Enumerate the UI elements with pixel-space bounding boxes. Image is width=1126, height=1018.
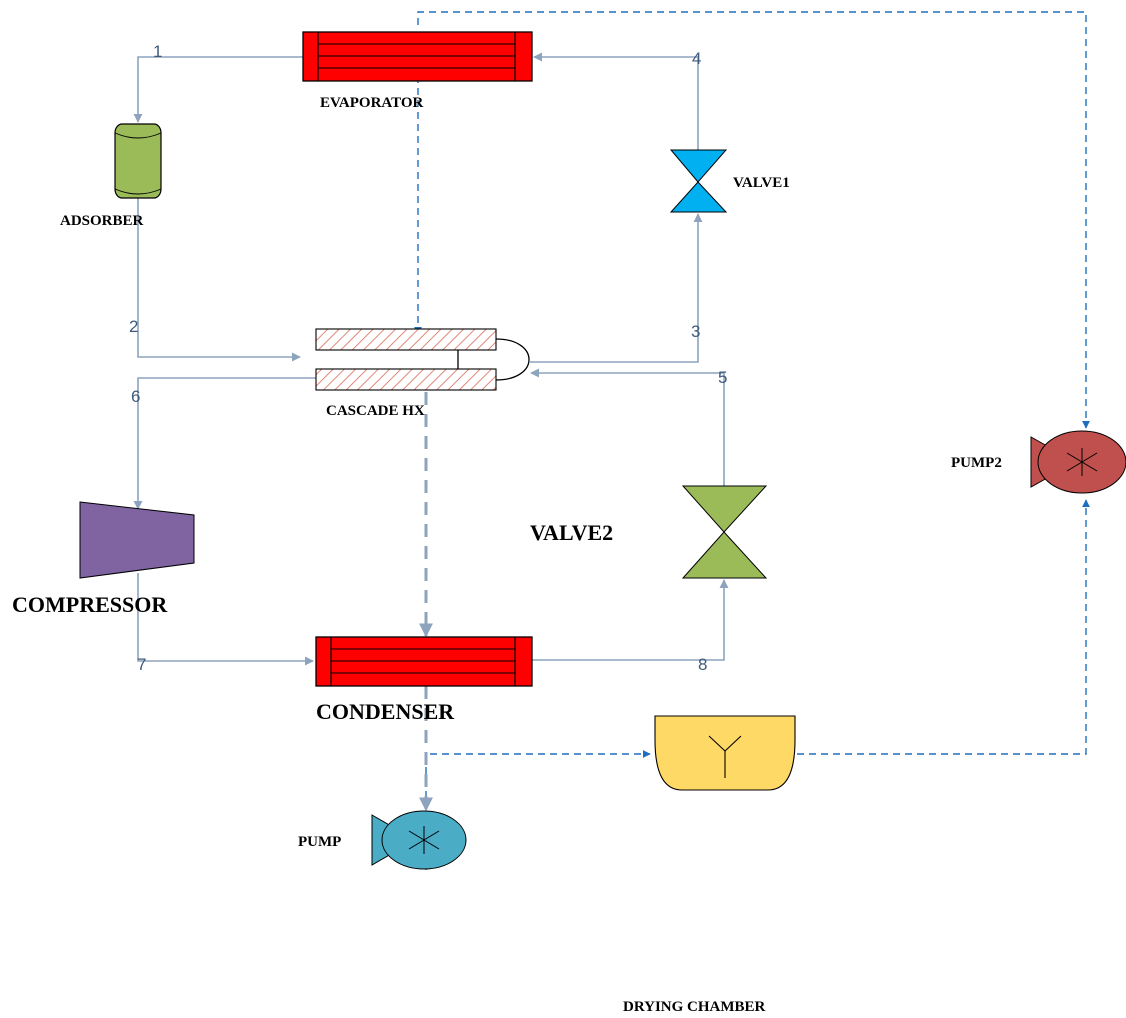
state-2-label: 2 [129, 317, 138, 336]
state-1-label: 1 [153, 42, 162, 61]
cascade-hx: CASCADE HX [315, 328, 530, 419]
compressor-label: COMPRESSOR [12, 592, 168, 617]
state-5-label: 5 [718, 368, 727, 387]
compressor: COMPRESSOR [12, 501, 195, 617]
pump: PUMP [298, 810, 467, 870]
drying-chamber-label: DRYING CHAMBER [623, 999, 766, 1015]
pipe-2 [137, 198, 301, 362]
secondary-loop [414, 11, 1090, 870]
drying-chamber: DRYING CHAMBER [623, 715, 796, 1015]
cascade-hx-label: CASCADE HX [326, 403, 425, 419]
pipe-8 [532, 579, 729, 661]
condenser: CONDENSER [315, 636, 533, 724]
pipe-1 [133, 56, 303, 123]
adsorber: ADSORBER [60, 123, 162, 229]
condenser-label: CONDENSER [316, 699, 455, 724]
pipe-7 [137, 573, 314, 666]
valve1-label: VALVE1 [733, 175, 790, 191]
pipe-6 [133, 377, 316, 510]
valve1: VALVE1 [669, 149, 790, 213]
valve2: VALVE2 [530, 485, 768, 579]
state-8-label: 8 [698, 655, 707, 674]
pipe-3 [530, 213, 703, 363]
state-4-label: 4 [692, 49, 701, 68]
dashed-drying-chamber-to-pump2 [797, 499, 1090, 755]
refrigerant-pipes [133, 52, 729, 666]
pump2-label: PUMP2 [951, 455, 1002, 471]
evaporator-label: EVAPORATOR [320, 95, 424, 111]
pipe-5 [530, 368, 725, 486]
state-3-label: 3 [691, 322, 700, 341]
pump-label: PUMP [298, 834, 341, 850]
state-6-label: 6 [131, 387, 140, 406]
evaporator: EVAPORATOR [302, 31, 533, 111]
state-7-label: 7 [137, 655, 146, 674]
adsorber-label: ADSORBER [60, 213, 144, 229]
pipe-4 [533, 52, 699, 150]
pump2: PUMP2 [951, 430, 1126, 494]
state-point-labels: 1 2 3 4 5 6 7 8 [129, 42, 727, 674]
valve2-label: VALVE2 [530, 520, 613, 545]
dashed-top-loop-to-pump2 [417, 11, 1090, 429]
